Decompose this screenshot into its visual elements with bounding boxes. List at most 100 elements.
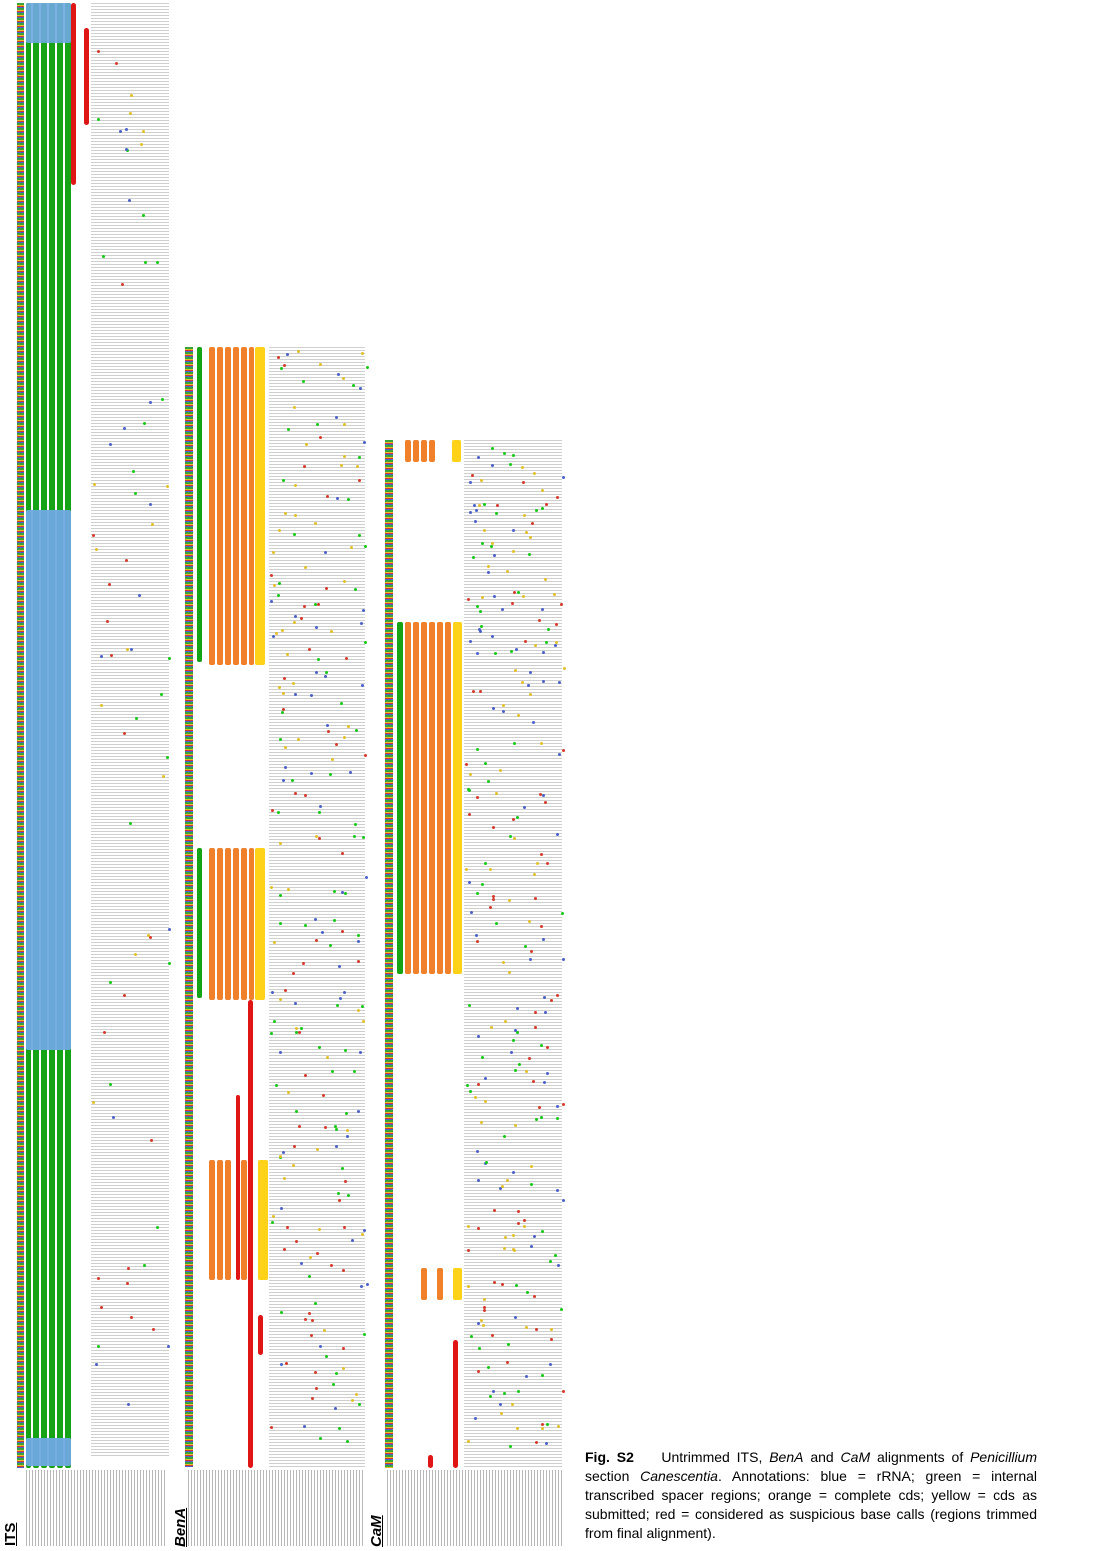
variant-dot — [546, 862, 550, 866]
variant-dot — [334, 743, 338, 747]
variant-dot — [362, 1332, 366, 1336]
variant-dot — [517, 1210, 521, 1214]
cam-submitted-cds-top — [452, 440, 461, 462]
bena-cds-track-3 — [225, 347, 231, 665]
variant-dot — [343, 1180, 347, 1184]
variant-dot — [473, 504, 477, 508]
cam-panel-label: CaM — [368, 1515, 385, 1547]
variant-dot — [97, 1344, 101, 1348]
variant-dot — [330, 757, 334, 761]
variant-dot — [295, 1239, 299, 1243]
variant-dot — [548, 1363, 552, 1367]
variant-dot — [309, 693, 313, 697]
variant-dot — [524, 1326, 528, 1330]
variant-dot — [149, 1138, 153, 1142]
bena-alignment-panel: BenA — [170, 0, 370, 1551]
variant-dot — [334, 1372, 338, 1376]
variant-dot — [347, 1194, 351, 1198]
variant-dot — [331, 1070, 335, 1074]
variant-dot — [278, 737, 282, 741]
its-alignment-panel: ITS — [0, 0, 180, 1551]
variant-dot — [364, 875, 368, 879]
variant-dot — [91, 534, 95, 538]
variant-dot — [543, 996, 547, 1000]
variant-dot — [490, 541, 494, 545]
variant-dot — [97, 50, 101, 54]
variant-dot — [308, 647, 312, 651]
variant-dot — [324, 1126, 328, 1130]
variant-dot — [362, 608, 366, 612]
variant-dot — [504, 1235, 508, 1239]
variant-dot — [466, 1224, 470, 1228]
variant-dot — [356, 1109, 360, 1113]
variant-dot — [108, 443, 112, 447]
variant-dot — [522, 1224, 526, 1228]
variant-dot — [469, 510, 473, 514]
bena-cds-track-8 — [217, 848, 223, 1000]
variant-dot — [342, 1268, 346, 1272]
variant-dot — [562, 1390, 566, 1394]
variant-dot — [324, 1355, 328, 1358]
its-rrna-region-bottom — [26, 1438, 71, 1466]
variant-dot — [322, 1094, 326, 1098]
variant-dot — [478, 610, 482, 614]
variant-dot — [357, 934, 361, 938]
figure-label: Fig. S2 — [585, 1449, 634, 1465]
variant-dot — [502, 1134, 506, 1138]
variant-dot — [317, 602, 321, 606]
variant-dot — [317, 811, 321, 815]
variant-dot — [533, 872, 537, 876]
its-suspicious-region-1 — [71, 3, 76, 185]
variant-dot — [282, 364, 286, 368]
variant-dot — [529, 957, 533, 961]
bena-spacer-track-1 — [197, 347, 202, 662]
variant-dot — [97, 117, 101, 121]
variant-dot — [515, 815, 519, 819]
variant-dot — [475, 508, 479, 512]
variant-dot — [123, 993, 127, 997]
variant-dot — [543, 801, 547, 805]
variant-dot — [324, 586, 328, 590]
variant-dot — [100, 1305, 104, 1309]
variant-dot — [343, 1048, 347, 1052]
variant-dot — [328, 772, 332, 776]
cam-alignment-panel: CaM — [365, 0, 570, 1551]
variant-dot — [291, 972, 295, 976]
cam-consensus-track — [385, 440, 393, 1468]
variant-dot — [524, 1070, 528, 1074]
variant-dot — [121, 282, 125, 286]
bena-cds-track-16 — [241, 1160, 247, 1280]
variant-dot — [495, 511, 499, 515]
variant-dot — [479, 479, 483, 483]
its-suspicious-region-2 — [84, 28, 89, 125]
variant-dot — [533, 643, 537, 647]
variant-dot — [344, 1112, 348, 1116]
variant-dot — [540, 1230, 544, 1234]
variant-dot — [522, 513, 526, 517]
variant-dot — [270, 600, 274, 604]
its-consensus-track — [17, 3, 24, 1468]
variant-dot — [510, 1402, 514, 1406]
variant-dot — [284, 989, 288, 993]
variant-dot — [465, 868, 469, 872]
variant-dot — [333, 890, 337, 894]
variant-dot — [99, 703, 103, 707]
variant-dot — [277, 355, 281, 359]
variant-dot — [326, 495, 330, 499]
variant-dot — [561, 958, 565, 962]
variant-dot — [148, 401, 152, 405]
variant-dot — [535, 861, 539, 865]
variant-dot — [365, 365, 369, 369]
cam-submitted-cds-bottom — [453, 1268, 462, 1300]
variant-dot — [341, 930, 345, 934]
variant-dot — [126, 1402, 130, 1406]
variant-dot — [281, 628, 285, 632]
variant-dot — [503, 452, 507, 456]
variant-dot — [310, 1333, 314, 1337]
variant-dot — [542, 937, 546, 941]
variant-dot — [538, 1105, 542, 1109]
variant-dot — [489, 905, 493, 909]
variant-dot — [345, 1134, 349, 1138]
variant-dot — [311, 1397, 314, 1401]
